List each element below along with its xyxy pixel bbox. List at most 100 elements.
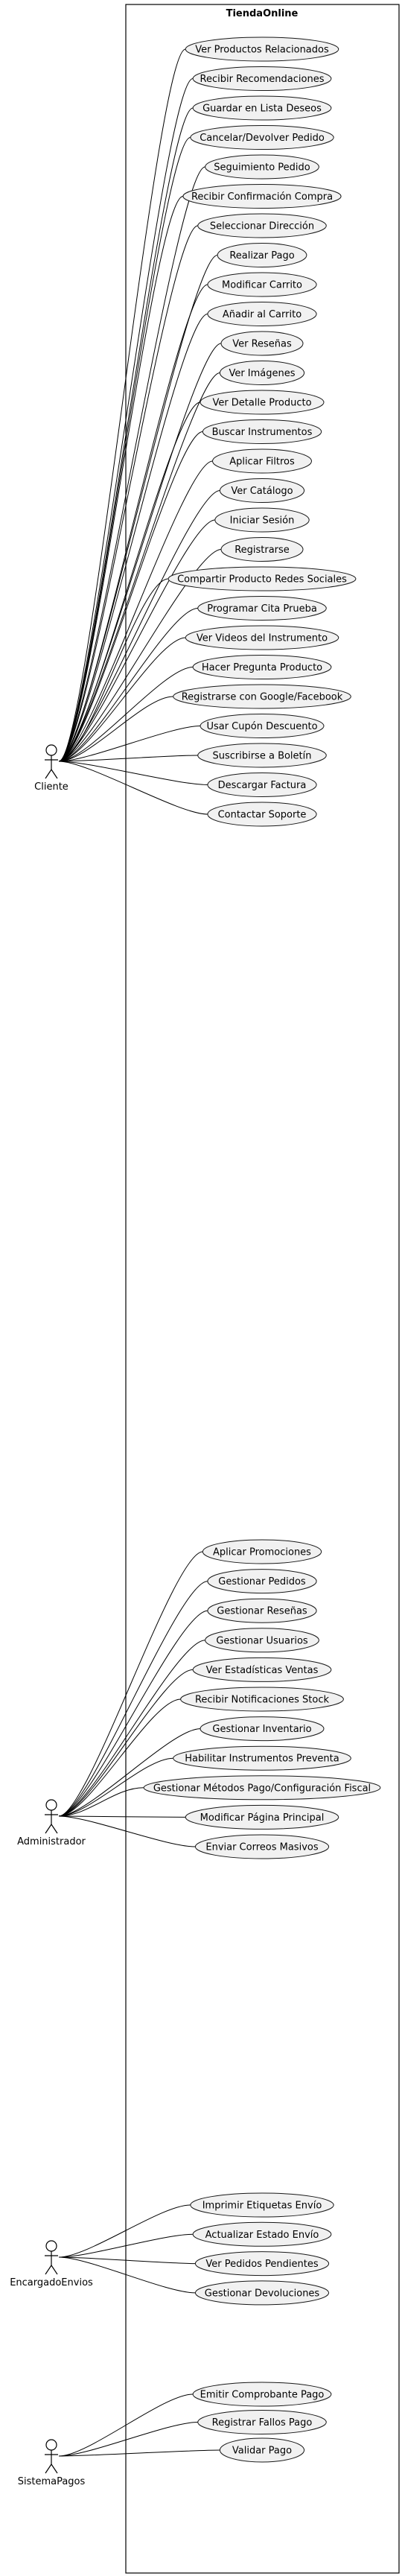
association-line	[58, 578, 169, 762]
association-line	[58, 2204, 191, 2258]
association-line	[58, 1815, 196, 1847]
use-case-ellipse	[212, 448, 312, 474]
use-case-ellipse	[197, 213, 327, 238]
use-case-descargar-factura: Descargar Factura	[207, 773, 317, 797]
use-case-ellipse	[168, 566, 357, 591]
use-case-ellipse	[217, 243, 307, 267]
use-case-label: Ver Imágenes	[229, 368, 295, 379]
actor-name: SistemaPagos	[18, 2476, 86, 2487]
use-case-gestionar-inventario: Gestionar Inventario	[200, 1716, 325, 1742]
use-case-ellipse	[173, 1745, 351, 1771]
use-case-ellipse	[197, 2410, 327, 2434]
actor-encargadoenvios: EncargadoEnvios	[10, 2240, 93, 2288]
association-line	[58, 1640, 205, 1817]
use-case-label: Programar Cita Prueba	[207, 603, 317, 615]
use-case-label: Guardar en Lista Deseos	[202, 104, 322, 115]
use-case-label: Descargar Factura	[218, 780, 307, 791]
use-case-label: Hacer Pregunta Producto	[202, 662, 322, 673]
system-title: TiendaOnline	[226, 8, 299, 19]
actor-name: EncargadoEnvios	[10, 2277, 93, 2288]
use-case-ellipse	[205, 1628, 319, 1653]
use-case-gestionar-usuarios: Gestionar Usuarios	[205, 1628, 319, 1653]
use-case-label: Compartir Producto Redes Sociales	[177, 574, 347, 586]
use-case-label: Aplicar Filtros	[229, 457, 295, 468]
association-line	[58, 2449, 220, 2457]
use-case-label: Imprimir Etiquetas Envío	[202, 2201, 322, 2212]
association-line	[58, 1815, 186, 1818]
association-line	[58, 726, 201, 762]
association-line	[58, 137, 191, 762]
use-case-ver-videos-del-instrumento: Ver Videos del Instrumento	[185, 625, 339, 650]
association-line	[58, 284, 208, 762]
use-case-registrarse-con-google-facebook: Registrarse con Google/Facebook	[173, 684, 351, 709]
use-case-label: Ver Pedidos Pendientes	[205, 2259, 319, 2270]
use-case-suscribirse-a-boletin: Suscribirse a Boletín	[197, 743, 327, 768]
use-case-label: Recibir Confirmación Compra	[191, 191, 333, 203]
actor-right-leg	[51, 1824, 58, 1834]
use-case-label: Ver Estadísticas Ventas	[206, 1665, 319, 1676]
use-case-ver-productos-relacionados: Ver Productos Relacionados	[185, 37, 339, 62]
use-case-aplicar-promociones: Aplicar Promociones	[202, 1539, 322, 1564]
association-line	[58, 48, 186, 762]
use-case-ellipse	[190, 2192, 334, 2218]
use-case-ver-imagenes: Ver Imágenes	[219, 361, 305, 385]
actor-right-leg	[51, 2265, 58, 2275]
use-case-gestionar-resenas: Gestionar Reseñas	[207, 1598, 317, 1623]
use-case-label: Ver Catálogo	[231, 486, 293, 497]
use-case-label: Iniciar Sesión	[230, 515, 295, 527]
association-line	[58, 2256, 196, 2294]
use-case-label: Suscribirse a Boletín	[212, 751, 311, 762]
association-line	[58, 1787, 144, 1817]
use-case-validar-pago: Validar Pago	[219, 2437, 305, 2463]
use-case-ellipse	[194, 1834, 330, 1859]
use-case-recibir-notificaciones-stock: Recibir Notificaciones Stock	[180, 1687, 344, 1712]
use-case-ellipse	[197, 743, 327, 768]
association-line	[58, 1757, 173, 1817]
use-case-ellipse	[192, 2221, 332, 2247]
association-line	[58, 637, 186, 762]
actor-left-leg	[45, 1824, 52, 1834]
use-case-seguimiento-pedido: Seguimiento Pedido	[205, 154, 319, 180]
actor-right-leg	[51, 2464, 58, 2474]
associations	[58, 48, 222, 2457]
association-line	[58, 1728, 201, 1817]
use-case-modificar-pagina-principal: Modificar Página Principal	[185, 1804, 339, 1830]
association-line	[58, 490, 220, 762]
association-line	[58, 196, 184, 762]
use-case-ellipse	[192, 95, 332, 121]
use-case-gestionar-metodos-pago-configuracion-fiscal: Gestionar Métodos Pago/Configuración Fis…	[143, 1775, 381, 1801]
use-case-ellipse	[185, 625, 339, 650]
use-case-label: Gestionar Inventario	[212, 1724, 311, 1735]
actor-left-leg	[45, 2464, 52, 2474]
use-case-ellipse	[194, 2251, 330, 2277]
use-case-label: Gestionar Reseñas	[217, 1606, 307, 1617]
actor-right-leg	[51, 769, 58, 779]
use-case-ellipse	[207, 773, 317, 797]
use-case-ellipse	[200, 1716, 325, 1742]
use-case-registrar-fallos-pago: Registrar Fallos Pago	[197, 2410, 327, 2434]
use-case-aplicar-filtros: Aplicar Filtros	[212, 448, 312, 474]
use-case-actualizar-estado-envio: Actualizar Estado Envío	[192, 2221, 332, 2247]
use-case-ver-resenas: Ver Reseñas	[220, 331, 304, 356]
use-case-realizar-pago: Realizar Pago	[217, 243, 307, 267]
use-case-ellipse	[143, 1775, 381, 1801]
use-case-enviar-correos-masivos: Enviar Correos Masivos	[194, 1834, 330, 1859]
actor-head	[45, 1799, 57, 1811]
use-case-ellipse	[182, 184, 342, 209]
use-case-usar-cupon-descuento: Usar Cupón Descuento	[200, 714, 325, 738]
use-case-ellipse	[202, 419, 322, 444]
association-line	[58, 1669, 194, 1817]
use-case-label: Habilitar Instrumentos Preventa	[185, 1754, 339, 1765]
use-case-ellipse	[197, 596, 327, 621]
use-case-compartir-producto-redes-sociales: Compartir Producto Redes Sociales	[168, 566, 357, 591]
association-line	[58, 608, 198, 762]
use-case-imprimir-etiquetas-envio: Imprimir Etiquetas Envío	[190, 2192, 334, 2218]
association-line	[58, 761, 208, 785]
association-line	[58, 2233, 194, 2258]
use-case-label: Seguimiento Pedido	[214, 162, 310, 174]
use-case-label: Seleccionar Dirección	[210, 221, 314, 232]
use-case-label: Gestionar Métodos Pago/Configuración Fis…	[153, 1783, 371, 1794]
use-case-ellipse	[219, 2437, 305, 2463]
use-case-modificar-carrito: Modificar Carrito	[207, 272, 317, 297]
